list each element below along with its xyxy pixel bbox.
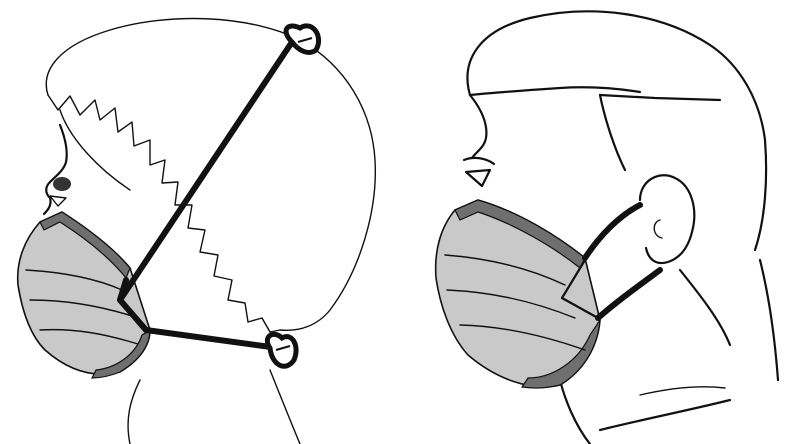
tie-on-mask [18, 212, 150, 378]
mask-ties [120, 42, 292, 348]
left-panel [18, 19, 376, 444]
left-eye-icon [50, 177, 71, 206]
ear-loop-mask [436, 200, 600, 388]
ear-icon [640, 175, 694, 263]
bottom-bow-icon [267, 334, 296, 366]
right-eye-icon [464, 158, 494, 186]
right-panel [436, 11, 778, 444]
